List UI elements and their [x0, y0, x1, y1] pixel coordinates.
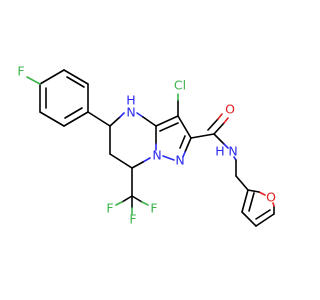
- trifluoromethyl-group: [115, 167, 149, 215]
- atom-nitrogen-pyrazole: N: [175, 153, 184, 168]
- bond-c2-carbonyl: [190, 133, 215, 139]
- pyrimidine-ring: [109, 112, 157, 169]
- atom-chlorine: Cl: [174, 78, 186, 93]
- atom-nitrogen-amide: N: [228, 144, 237, 159]
- structure-drawing: F H N N N Cl O N H O F F F: [17, 64, 276, 227]
- atom-fluorine-cf3-right: F: [150, 201, 157, 216]
- pyrazole-ring: [155, 115, 192, 161]
- fluorophenyl-ring: [26, 69, 89, 127]
- atom-nitrogen-amine-h: H: [126, 93, 135, 108]
- atom-oxygen-carbonyl: O: [225, 102, 235, 117]
- furan-ring: [241, 189, 275, 227]
- atom-fluorine-cf3-bottom: F: [129, 212, 136, 227]
- atom-oxygen-furan: O: [266, 190, 276, 205]
- bond-phenyl-c5: [87, 111, 111, 127]
- atom-nitrogen-bridgehead: N: [152, 148, 161, 163]
- atom-fluorine-cf3-left: F: [106, 201, 113, 216]
- atom-nitrogen-amide-h: H: [215, 144, 224, 159]
- atom-fluorine-aryl: F: [17, 64, 24, 79]
- atom-nitrogen-amine: N: [126, 105, 135, 120]
- molecule-diagram: F H N N N Cl O N H O F F F: [17, 64, 276, 227]
